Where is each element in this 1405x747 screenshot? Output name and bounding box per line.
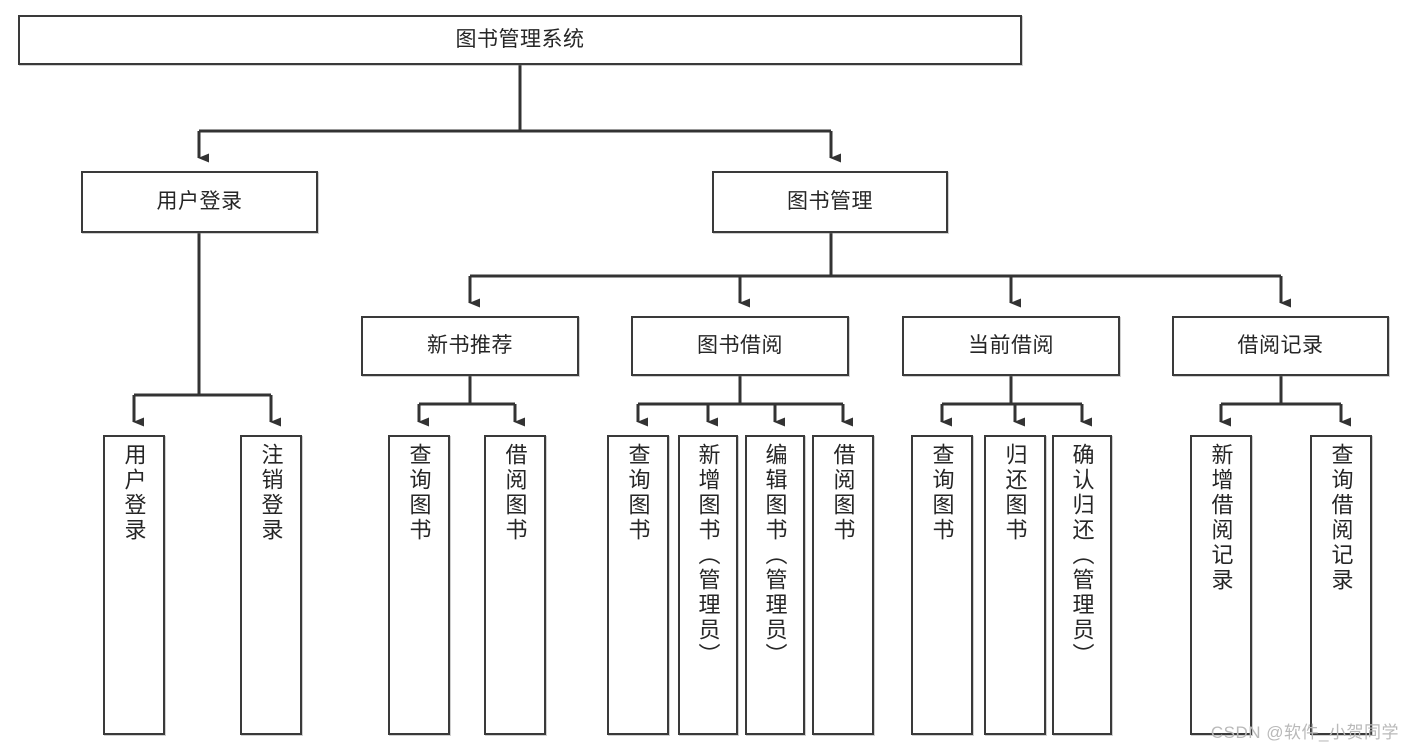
node-book-manage-label: 图书管理 [787,190,873,214]
node-leaf-query-record-label: 查询借阅记录 [1328,443,1354,593]
node-borrow-record-label: 借阅记录 [1237,334,1324,358]
node-leaf-query-book-1-label: 查询图书 [406,443,432,543]
node-leaf-borrow-book-2-label: 借阅图书 [830,443,856,543]
node-leaf-add-book[interactable]: 新增图书（管理员） [678,435,738,735]
node-user-login[interactable]: 用户登录 [81,171,318,233]
node-borrow-record[interactable]: 借阅记录 [1172,316,1389,376]
node-leaf-user-login-label: 用户登录 [121,443,147,543]
node-leaf-edit-book-label: 编辑图书（管理员） [762,443,788,668]
node-leaf-return-book[interactable]: 归还图书 [984,435,1046,735]
node-leaf-add-record-label: 新增借阅记录 [1208,443,1234,593]
node-new-book-recommend-label: 新书推荐 [427,334,513,358]
node-leaf-logout-label: 注销登录 [258,443,284,543]
node-leaf-query-record[interactable]: 查询借阅记录 [1310,435,1372,735]
node-leaf-query-book-3[interactable]: 查询图书 [911,435,973,735]
node-book-borrow[interactable]: 图书借阅 [631,316,849,376]
node-leaf-query-book-1[interactable]: 查询图书 [388,435,450,735]
node-leaf-user-login[interactable]: 用户登录 [103,435,165,735]
node-leaf-borrow-book-1[interactable]: 借阅图书 [484,435,546,735]
node-current-borrow-label: 当前借阅 [968,334,1054,358]
node-book-borrow-label: 图书借阅 [697,334,783,358]
node-leaf-logout[interactable]: 注销登录 [240,435,302,735]
node-current-borrow[interactable]: 当前借阅 [902,316,1120,376]
node-leaf-query-book-2[interactable]: 查询图书 [607,435,669,735]
node-leaf-confirm-return[interactable]: 确认归还（管理员） [1052,435,1112,735]
node-leaf-add-book-label: 新增图书（管理员） [695,443,721,668]
node-root[interactable]: 图书管理系统 [18,15,1022,65]
node-user-login-label: 用户登录 [156,190,243,214]
node-book-manage[interactable]: 图书管理 [712,171,948,233]
node-leaf-query-book-2-label: 查询图书 [625,443,651,543]
node-leaf-add-record[interactable]: 新增借阅记录 [1190,435,1252,735]
node-root-label: 图书管理系统 [455,28,585,52]
node-leaf-return-book-label: 归还图书 [1002,443,1028,543]
node-new-book-recommend[interactable]: 新书推荐 [361,316,579,376]
node-leaf-confirm-return-label: 确认归还（管理员） [1069,443,1095,668]
csdn-watermark: CSDN @软件_小贺同学 [1210,723,1399,742]
node-leaf-edit-book[interactable]: 编辑图书（管理员） [745,435,805,735]
node-leaf-borrow-book-2[interactable]: 借阅图书 [812,435,874,735]
node-leaf-query-book-3-label: 查询图书 [929,443,955,543]
node-leaf-borrow-book-1-label: 借阅图书 [502,443,528,543]
